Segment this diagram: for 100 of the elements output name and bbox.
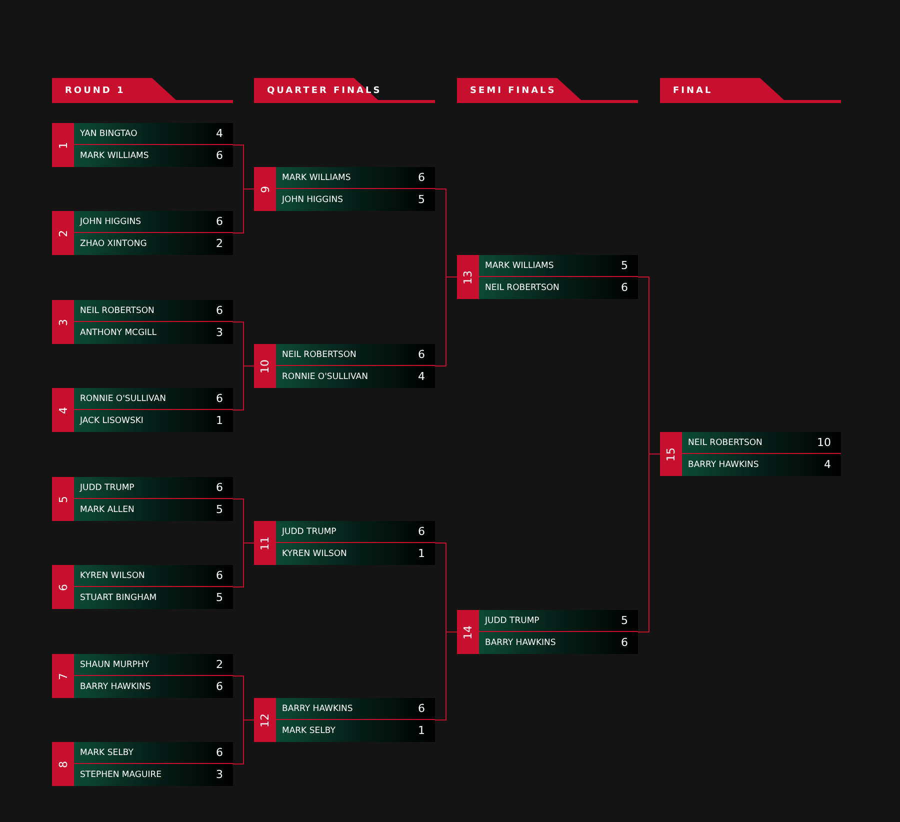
player-name: BARRY HAWKINS: [80, 682, 151, 692]
player-name: YAN BINGTAO: [80, 129, 138, 139]
match-box: [52, 388, 233, 432]
player-row: [479, 610, 638, 632]
player-row: [74, 388, 233, 410]
player-name: MARK WILLIAMS: [282, 173, 351, 183]
score: 6: [216, 746, 223, 759]
bracket-connector: [434, 276, 458, 366]
score: 6: [418, 702, 425, 715]
match-number: 14: [457, 610, 479, 654]
score: 6: [216, 392, 223, 405]
round-header: [254, 78, 435, 104]
player-row: [682, 432, 841, 454]
player-row: [74, 654, 233, 676]
score: 4: [418, 370, 425, 383]
round-header: [457, 78, 638, 104]
player-row: [74, 565, 233, 587]
score: 5: [418, 193, 425, 206]
match-box: [52, 742, 233, 786]
player-name: JUDD TRUMP: [282, 527, 336, 537]
player-name: ZHAO XINTONG: [80, 239, 147, 249]
match-number: 10: [254, 344, 276, 388]
player-name: NEIL ROBERTSON: [688, 438, 762, 448]
score: 6: [216, 680, 223, 693]
match-box: [254, 344, 435, 388]
player-name: RONNIE O'SULLIVAN: [282, 372, 368, 382]
match-number: 2: [52, 211, 74, 255]
match-box: [52, 300, 233, 344]
score: 6: [216, 215, 223, 228]
player-name: KYREN WILSON: [282, 549, 347, 559]
score: 6: [418, 348, 425, 361]
player-row: [74, 477, 233, 499]
score: 6: [621, 636, 628, 649]
score: 6: [418, 171, 425, 184]
bracket-connector: [638, 454, 660, 632]
player-name: JACK LISOWSKI: [80, 416, 144, 426]
score: 1: [418, 547, 425, 560]
bracket-connector: [232, 720, 254, 764]
score: 5: [621, 614, 628, 627]
score: 6: [418, 525, 425, 538]
player-name: STEPHEN MAGUIRE: [80, 770, 162, 780]
player-name: RONNIE O'SULLIVAN: [80, 394, 166, 404]
player-name: MARK SELBY: [80, 748, 134, 758]
player-row: [74, 123, 233, 145]
match-number: 13: [457, 255, 479, 299]
player-row: [479, 255, 638, 277]
player-name: STUART BINGHAM: [80, 593, 157, 603]
score: 5: [621, 259, 628, 272]
round-header: [660, 78, 841, 104]
round-title: ROUND 1: [65, 86, 126, 96]
score: 10: [817, 436, 831, 449]
match-box: [254, 698, 435, 742]
player-row: [74, 742, 233, 764]
score: 3: [216, 768, 223, 781]
match-number: 15: [660, 432, 682, 476]
match-number: 8: [52, 742, 74, 786]
player-row: [276, 521, 435, 543]
score: 1: [216, 414, 223, 427]
match-box: [457, 610, 638, 654]
player-row: [276, 344, 435, 366]
player-name: JUDD TRUMP: [485, 616, 540, 626]
score: 5: [216, 591, 223, 604]
player-name: NEIL ROBERTSON: [80, 306, 154, 316]
player-name: BARRY HAWKINS: [688, 460, 759, 470]
player-name: JOHN HIGGINS: [282, 195, 343, 205]
player-row: [276, 167, 435, 189]
match-box: [52, 211, 233, 255]
score: 2: [216, 237, 223, 250]
match-box: [254, 521, 435, 565]
match-number: 7: [52, 654, 74, 698]
player-name: SHAUN MURPHY: [80, 660, 150, 670]
player-row: [74, 300, 233, 322]
player-row: [276, 698, 435, 720]
match-box: [52, 123, 233, 167]
bracket-connector: [232, 188, 254, 234]
player-name: JUDD TRUMP: [80, 483, 134, 493]
score: 6: [621, 281, 628, 294]
match-number: 9: [254, 167, 276, 211]
bracket-connector: [232, 366, 254, 410]
round-header: [52, 78, 233, 104]
bracket-connector: [434, 632, 458, 720]
player-name: MARK SELBY: [282, 726, 336, 736]
match-box: [660, 432, 841, 476]
score: 1: [418, 724, 425, 737]
match-box: [52, 565, 233, 609]
player-name: NEIL ROBERTSON: [485, 283, 560, 293]
player-name: NEIL ROBERTSON: [282, 350, 356, 360]
match-number: 6: [52, 565, 74, 609]
match-box: [52, 477, 233, 521]
player-name: MARK ALLEN: [80, 505, 134, 515]
player-name: KYREN WILSON: [80, 571, 145, 581]
player-name: MARK WILLIAMS: [485, 261, 554, 271]
match-box: [457, 255, 638, 299]
player-name: BARRY HAWKINS: [282, 704, 353, 714]
match-number: 12: [254, 698, 276, 742]
score: 4: [824, 458, 831, 471]
score: 4: [216, 127, 223, 140]
score: 6: [216, 481, 223, 494]
match-box: [52, 654, 233, 698]
match-number: 5: [52, 477, 74, 521]
